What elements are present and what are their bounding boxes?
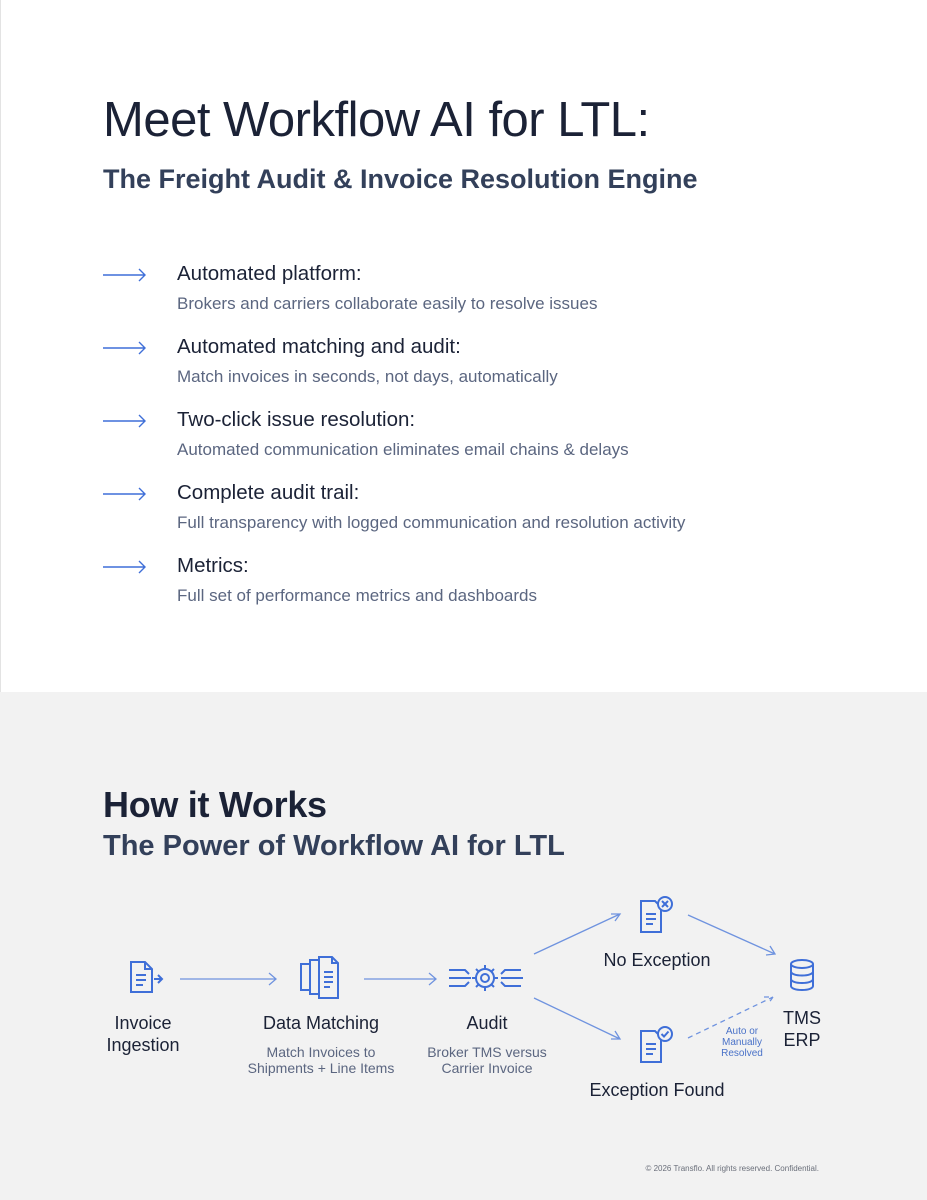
connector-arrow <box>364 972 437 986</box>
feature-heading: Automated matching and audit: <box>177 335 461 358</box>
no-exception-label: No Exception <box>603 950 711 970</box>
hero-section: Meet Workflow AI for LTL: The Freight Au… <box>0 0 698 692</box>
feature-heading: Automated platform: <box>177 262 362 285</box>
document-export-icon <box>127 959 165 1002</box>
connector-arrow <box>533 913 622 955</box>
resolution-note: Auto or Manually Resolved <box>712 1026 772 1059</box>
feature-heading: Complete audit trail: <box>177 481 360 504</box>
audit-sub: Broker TMS versus Carrier Invoice <box>412 1044 562 1076</box>
section-subtitle: The Power of Workflow AI for LTL <box>103 830 565 862</box>
connector-arrow-dashed <box>687 996 775 1039</box>
label-line: ERP <box>783 1030 821 1050</box>
arrow-right-icon <box>103 487 146 501</box>
audit-label: Audit <box>466 1013 508 1033</box>
gear-circuit-icon <box>447 958 527 1003</box>
stacked-documents-icon <box>298 956 346 1007</box>
feature-description: Match invoices in seconds, not days, aut… <box>177 367 558 386</box>
arrow-right-icon <box>103 341 146 355</box>
connector-arrow <box>180 972 277 986</box>
label-line: Invoice <box>114 1013 172 1033</box>
page-subtitle: The Freight Audit & Invoice Resolution E… <box>103 164 698 194</box>
feature-description: Full set of performance metrics and dash… <box>177 586 538 605</box>
sub-line: Match Invoices to <box>266 1044 376 1060</box>
feature-description: Brokers and carriers collaborate easily … <box>177 294 598 313</box>
arrow-right-icon <box>103 560 146 574</box>
tms-erp-label: TMS ERP <box>772 1007 832 1051</box>
feature-description: Automated communication eliminates email… <box>177 440 629 459</box>
label-line: Ingestion <box>106 1035 180 1055</box>
exception-found-label: Exception Found <box>589 1080 725 1100</box>
connector-arrow <box>687 914 777 956</box>
data-matching-label: Data Matching <box>262 1013 380 1033</box>
feature-heading: Two-click issue resolution: <box>177 408 416 431</box>
sub-line: Carrier Invoice <box>441 1060 533 1076</box>
document-x-icon <box>637 895 677 940</box>
sub-line: Shipments + Line Items <box>247 1060 395 1076</box>
sub-line: Broker TMS versus <box>427 1044 547 1060</box>
database-icon <box>788 958 816 997</box>
label-line: TMS <box>783 1008 821 1028</box>
feature-description: Full transparency with logged communicat… <box>177 513 686 532</box>
feature-heading: Metrics: <box>177 554 249 577</box>
arrow-right-icon <box>103 414 146 428</box>
invoice-ingestion-label: Invoice Ingestion <box>96 1012 190 1056</box>
page-edge <box>0 0 1 692</box>
copyright-footer: © 2026 Transflo. All rights reserved. Co… <box>645 1164 819 1173</box>
note-line: Resolved <box>721 1048 763 1059</box>
note-line: Manually <box>721 1037 763 1048</box>
page-title: Meet Workflow AI for LTL: <box>103 93 650 147</box>
how-it-works-section: How it Works The Power of Workflow AI fo… <box>0 692 927 1200</box>
section-title: How it Works <box>103 784 327 825</box>
arrow-right-icon <box>103 268 146 282</box>
flow-connectors <box>180 913 777 1040</box>
connector-arrow <box>533 997 622 1040</box>
document-check-icon <box>637 1025 677 1070</box>
data-matching-sub: Match Invoices to Shipments + Line Items <box>236 1044 406 1076</box>
note-line: Auto or <box>725 1026 759 1037</box>
